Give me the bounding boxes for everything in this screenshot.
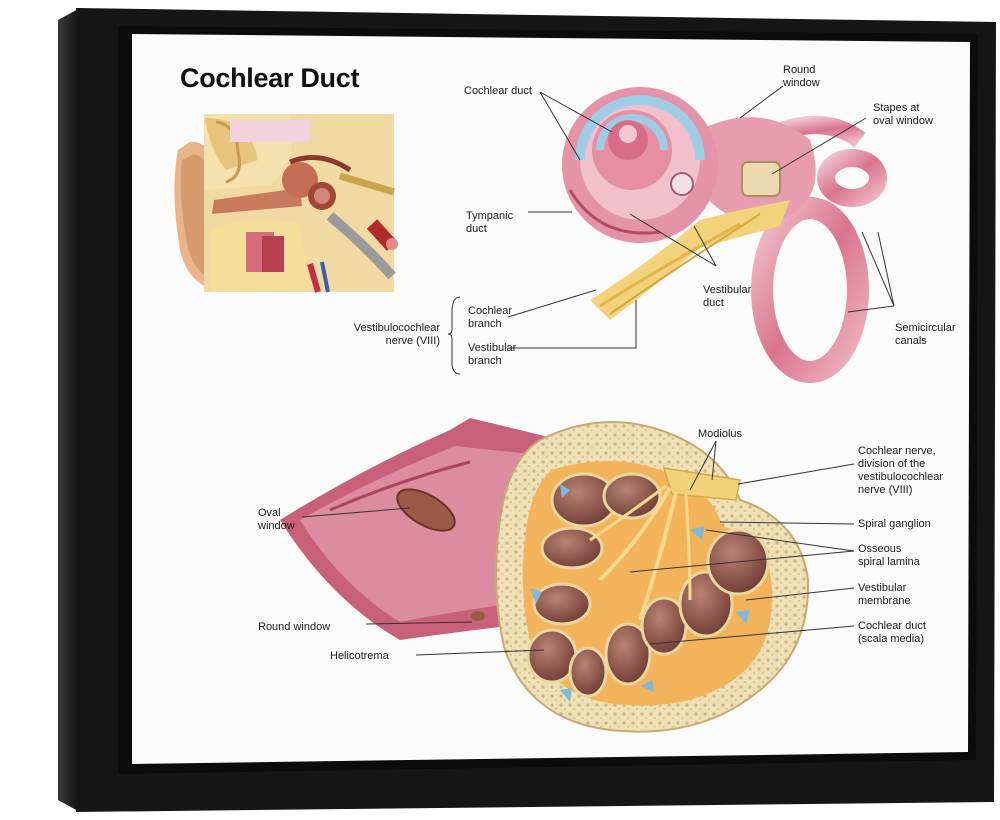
label-semicircular-canals: Semicircular canals [895, 322, 956, 347]
label-vestibular-membrane: Vestibular membrane [858, 582, 911, 607]
label-oval-window: Oval window [258, 507, 295, 532]
label-cochlear-duct: Cochlear duct [464, 85, 532, 97]
leader-lines [301, 85, 895, 656]
ear-cross-section [174, 114, 398, 293]
label-vestibular-duct: Vestibular duct [703, 284, 752, 309]
label-scala-media: Cochlear duct (scala media) [858, 620, 926, 645]
label-helicotrema: Helicotrema [330, 650, 389, 662]
inner-ear-diagram [562, 87, 887, 383]
label-modiolus: Modiolus [698, 428, 743, 440]
label-round-window-top: Round window [783, 64, 820, 89]
label-stapes: Stapes at oval window [873, 102, 933, 127]
label-vestibulocochlear-nerve: Vestibulocochlear nerve (VIII) [353, 322, 440, 347]
label-tympanic-duct: Tympanic duct [466, 210, 514, 235]
page-title: Cochlear Duct [180, 63, 360, 93]
label-cochlear-nerve-division: Cochlear nerve, division of the vestibul… [858, 445, 943, 496]
label-cochlear-branch: Cochlear branch [468, 305, 513, 330]
label-spiral-ganglion: Spiral ganglion [858, 518, 931, 530]
cochlea-cross-section [280, 418, 810, 733]
label-osseous-spiral-lamina: Osseous spiral lamina [858, 543, 920, 568]
label-round-window-bottom: Round window [258, 621, 331, 633]
label-vestibular-branch: Vestibular branch [468, 342, 517, 367]
